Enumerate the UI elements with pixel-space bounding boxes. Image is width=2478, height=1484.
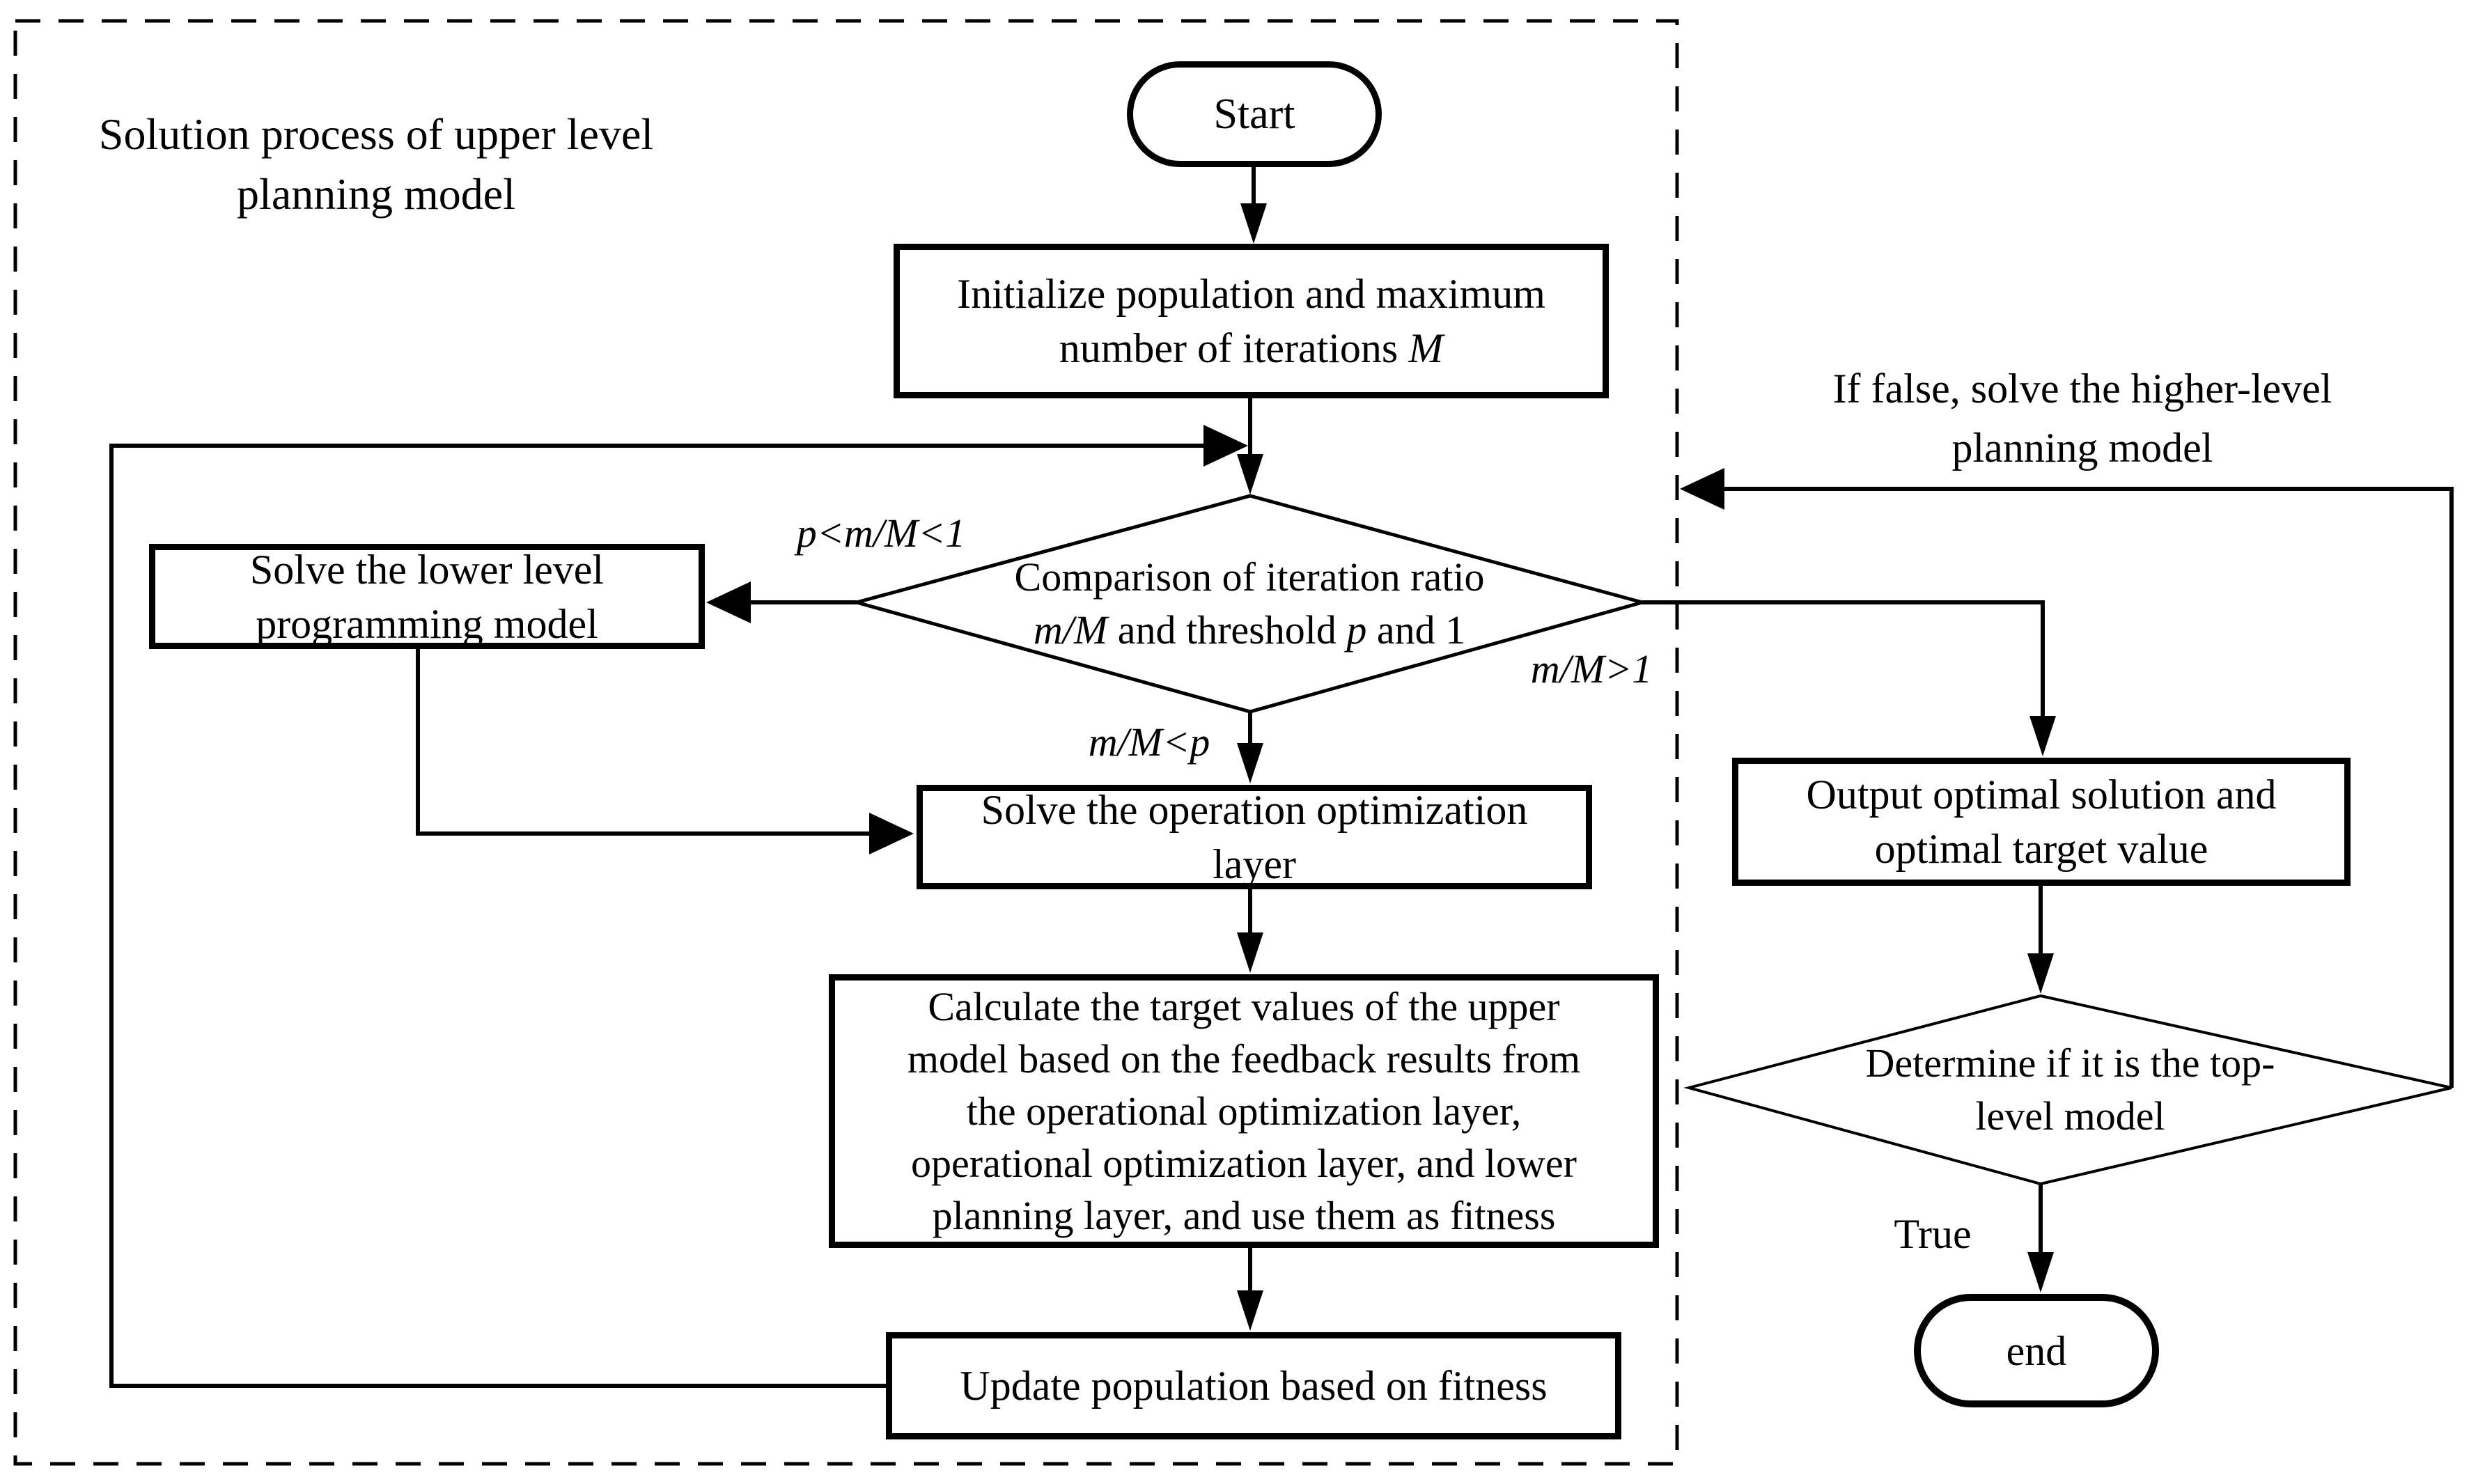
output-line2: optimal target value xyxy=(1874,826,2208,872)
region-caption: Solution process of upper level planning… xyxy=(63,104,689,224)
compare-line2: m/M and threshold p and 1 xyxy=(1034,604,1465,657)
initialize-line2-text: number of iterations xyxy=(1059,325,1409,371)
false-note-line1: If false, solve the higher-level xyxy=(1832,366,2332,412)
iterations-symbol: M xyxy=(1408,325,1444,371)
calculate-line4: operational optimization layer, and lowe… xyxy=(911,1141,1577,1186)
edge-update-loopback xyxy=(109,444,1205,1388)
arrowhead-into-end xyxy=(2027,1252,2054,1292)
node-update: Update population based on fitness xyxy=(886,1332,1621,1439)
label-true: True xyxy=(1894,1211,1972,1257)
output-line1: Output optimal solution and xyxy=(1806,772,2277,818)
arrowhead-loop-junction xyxy=(1203,425,1248,467)
node-calculate: Calculate the target values of the upper… xyxy=(829,974,1659,1248)
arrowhead-into-operation-left xyxy=(869,813,914,854)
start-label: Start xyxy=(1213,91,1295,138)
arrowhead-into-lower xyxy=(706,581,751,623)
initialize-line2: number of iterations M xyxy=(1059,321,1444,375)
calculate-line2: model based on the feedback results from xyxy=(907,1036,1581,1081)
arrowhead-into-compare xyxy=(1237,454,1263,494)
calculate-line1: Calculate the target values of the upper xyxy=(928,984,1560,1029)
solve-operation-line2: layer xyxy=(1213,841,1296,887)
edge-determine-false-loop xyxy=(1723,487,2454,1088)
end-label: end xyxy=(2006,1327,2067,1374)
solve-operation-line1: Solve the operation optimization xyxy=(981,787,1528,833)
edge-compare-to-output xyxy=(1642,600,2045,718)
label-false-note: If false, solve the higher-level plannin… xyxy=(1779,359,2385,478)
node-solve-operation: Solve the operation optimization layer xyxy=(917,785,1592,889)
node-initialize: Initialize population and maximum number… xyxy=(894,244,1609,398)
arrowhead-into-update xyxy=(1237,1290,1263,1331)
arrowhead-false-loop xyxy=(1680,468,1724,510)
determine-line2: level model xyxy=(1975,1093,2165,1139)
solve-lower-line2: programming model xyxy=(256,600,598,647)
arrowhead-into-calculate xyxy=(1237,932,1263,973)
region-caption-line2: planning model xyxy=(237,169,515,219)
node-determine-text: Determine if it is the top- level model xyxy=(1689,996,2452,1184)
region-caption-line1: Solution process of upper level xyxy=(98,109,654,159)
ratio-symbol: m/M xyxy=(1033,607,1108,653)
arrowhead-into-operation-top xyxy=(1237,743,1263,783)
node-start: Start xyxy=(1127,61,1382,167)
node-compare-text: Comparison of iteration ratio m/M and th… xyxy=(857,496,1642,712)
dashed-region-border xyxy=(13,19,1679,1466)
initialize-line1: Initialize population and maximum xyxy=(957,271,1545,317)
compare-line2-mid: and threshold xyxy=(1107,607,1347,653)
edge-lower-to-operation xyxy=(416,648,871,836)
determine-line1: Determine if it is the top- xyxy=(1865,1040,2275,1086)
label-branch-between: p<m/M<1 xyxy=(796,510,966,556)
node-solve-lower: Solve the lower level programming model xyxy=(149,544,705,649)
arrowhead-into-init xyxy=(1240,203,1267,244)
calculate-line3: the operational optimization layer, xyxy=(966,1088,1522,1134)
label-branch-exceeds: m/M>1 xyxy=(1530,646,1653,692)
calculate-line5: planning layer, and use them as fitness xyxy=(932,1193,1556,1238)
label-branch-below-threshold: m/M<p xyxy=(1088,719,1210,765)
compare-line1: Comparison of iteration ratio xyxy=(1014,554,1485,600)
compare-line2-suffix: and 1 xyxy=(1366,607,1466,653)
false-note-line2: planning model xyxy=(1951,425,2213,471)
arrowhead-into-determine xyxy=(2027,953,2054,994)
threshold-symbol: p xyxy=(1346,607,1367,653)
node-output: Output optimal solution and optimal targ… xyxy=(1732,758,2351,886)
solve-lower-line1: Solve the lower level xyxy=(249,546,605,593)
arrowhead-into-output xyxy=(2029,716,2056,756)
node-end: end xyxy=(1914,1294,2159,1407)
update-label: Update population based on fitness xyxy=(960,1363,1548,1409)
